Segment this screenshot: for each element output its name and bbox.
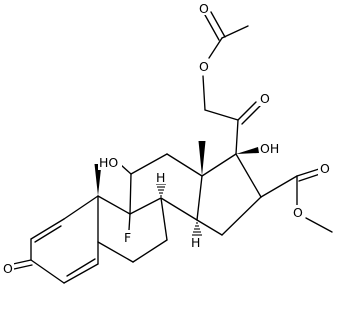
atom-label-acetyl-carbonyl-o: O <box>199 1 209 16</box>
bond-c17-c16 <box>235 153 262 198</box>
atom-label-11-hydroxy: HO <box>99 155 118 170</box>
atom-label-ester-o: O <box>199 59 209 74</box>
atom-label-methoxy-o: O <box>293 205 303 220</box>
bond-c10-c9 <box>97 195 131 215</box>
bond-o-ch2 <box>202 75 206 111</box>
bond-c9-c8 <box>129 197 162 215</box>
bond-acetyl-c-o <box>208 37 223 59</box>
bonds <box>12 11 333 284</box>
bond-c4-c5-b <box>66 258 96 277</box>
atom-label-enone-o: O <box>3 261 13 276</box>
bond-c10-c1 <box>63 195 99 220</box>
bond-c9-f <box>128 213 131 231</box>
bond-c8-c14 <box>160 197 198 221</box>
atom-label-ketone-o: O <box>260 91 270 106</box>
bond-c11-c9 <box>129 173 132 215</box>
bond-c3-o-1 <box>12 259 32 265</box>
bond-c3-o-2 <box>13 264 33 270</box>
atom-label-h-8: H <box>156 170 165 185</box>
bond-c15-c14 <box>196 219 223 236</box>
wedge-c10-methyl <box>94 164 102 196</box>
bond-c1-c2-a <box>30 218 65 240</box>
bond-c7-c6 <box>132 239 168 263</box>
bond-c4-c5-a <box>63 263 99 284</box>
bond-o-methyl <box>305 217 333 233</box>
wedge-c13-methyl <box>198 141 206 176</box>
bond-ch2-c20 <box>204 109 239 121</box>
bond-acetyl-methyl <box>221 25 249 39</box>
bond-c20-o-1 <box>237 101 257 121</box>
bond-ester-co-2 <box>298 173 321 182</box>
hash-bond-c8-h <box>156 183 166 197</box>
atom-label-h-14: H <box>191 235 200 250</box>
atom-label-17-hydroxy: OH <box>260 141 279 156</box>
wedge-c17-oh <box>236 147 259 154</box>
bond-c6-c5 <box>97 241 134 263</box>
bond-c3-c4 <box>30 259 65 284</box>
bond-c1-c2-b <box>34 225 62 243</box>
atom-label-fluorine: F <box>124 230 131 245</box>
hash-bond-c14-h <box>192 222 202 236</box>
bond-acetyl-co-1 <box>204 14 220 41</box>
bond-c13-c12 <box>166 153 203 177</box>
bond-c20-c17 <box>235 119 239 155</box>
bond-c12-c11 <box>130 153 168 175</box>
bond-c20-o-2 <box>241 105 261 125</box>
bond-c11-oh <box>120 164 132 175</box>
bond-c16-ester-c <box>260 175 298 198</box>
bond-c17-c13 <box>201 153 237 177</box>
atom-labels: O O O HO OH F H H O O O <box>1 1 331 276</box>
atom-label-ester-carbonyl-o: O <box>320 161 330 176</box>
bond-c13-c14 <box>196 175 203 221</box>
bond-ester-co-1 <box>296 168 320 177</box>
bond-acetyl-co-2 <box>210 11 226 38</box>
bond-c8-c7 <box>160 197 168 241</box>
bond-c16-c15 <box>221 196 262 236</box>
